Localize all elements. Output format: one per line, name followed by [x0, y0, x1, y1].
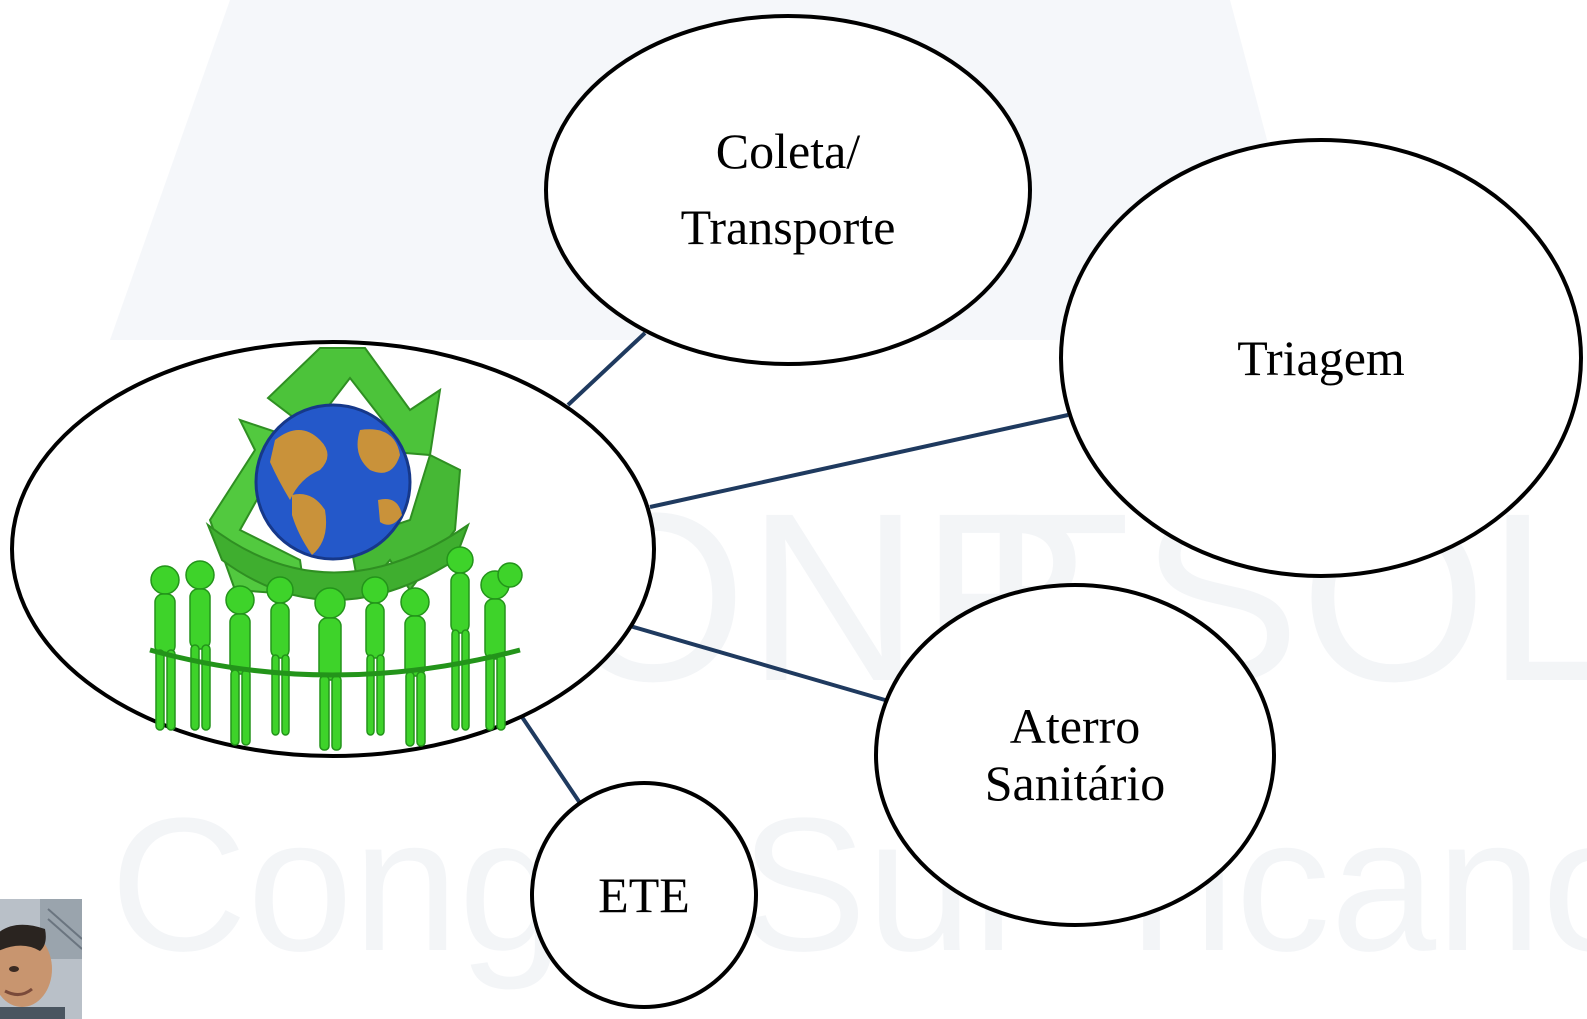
recycling-globe-people-icon	[149, 347, 523, 751]
connector-triagem	[649, 413, 1069, 509]
connector-coleta	[566, 331, 647, 407]
node-triagem-label: Triagem	[1237, 330, 1405, 386]
connector-ete	[520, 715, 582, 805]
connectors	[520, 331, 1069, 805]
node-aterro-line1: Aterro	[1010, 698, 1141, 754]
node-coleta-transporte[interactable]: Coleta/ Transporte	[544, 14, 1032, 366]
presenter-thumbnail	[0, 899, 82, 1019]
hub-node[interactable]	[10, 340, 656, 758]
node-coleta-line1: Coleta/	[716, 123, 861, 179]
connector-aterro	[629, 624, 886, 702]
node-aterro-sanitario[interactable]: Aterro Sanitário	[874, 583, 1276, 927]
node-ete[interactable]: ETE	[530, 781, 758, 1009]
node-aterro-line2: Sanitário	[985, 755, 1166, 811]
node-triagem[interactable]: Triagem	[1059, 138, 1583, 578]
node-coleta-line2: Transporte	[681, 199, 896, 255]
presenter-avatar-icon	[0, 899, 82, 1019]
node-ete-label: ETE	[598, 867, 690, 923]
